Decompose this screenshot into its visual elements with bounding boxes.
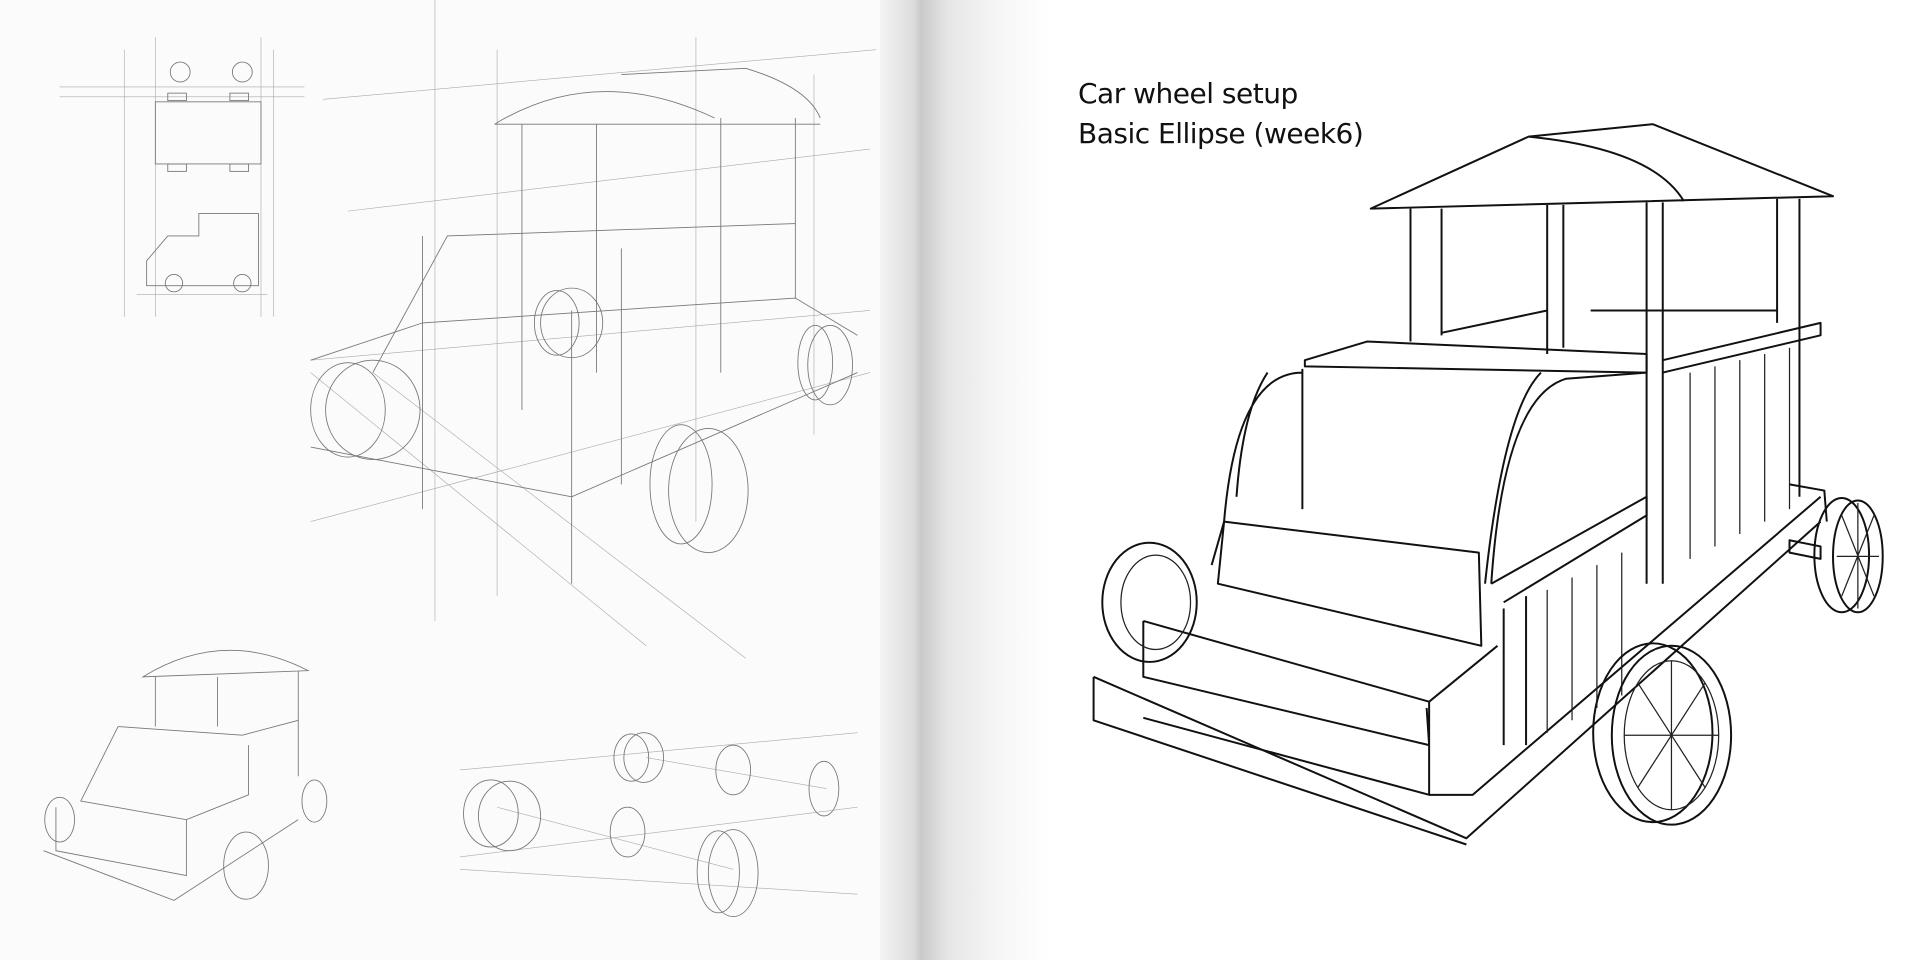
perspective-construction-sketch	[310, 0, 877, 659]
left-sketch-page	[0, 0, 890, 960]
right-ink-page	[1050, 0, 1920, 960]
orthographic-sketch	[59, 37, 305, 317]
page-caption: Car wheel setup Basic Ellipse (week6)	[1078, 74, 1364, 154]
book-gutter-shadow	[880, 0, 1050, 960]
caption-line-2: Basic Ellipse (week6)	[1078, 117, 1364, 150]
small-car-sketch	[43, 650, 328, 901]
caption-line-1: Car wheel setup	[1078, 77, 1298, 110]
wheel-axle-sketch	[459, 732, 858, 917]
ink-car-drawing	[1092, 123, 1884, 846]
